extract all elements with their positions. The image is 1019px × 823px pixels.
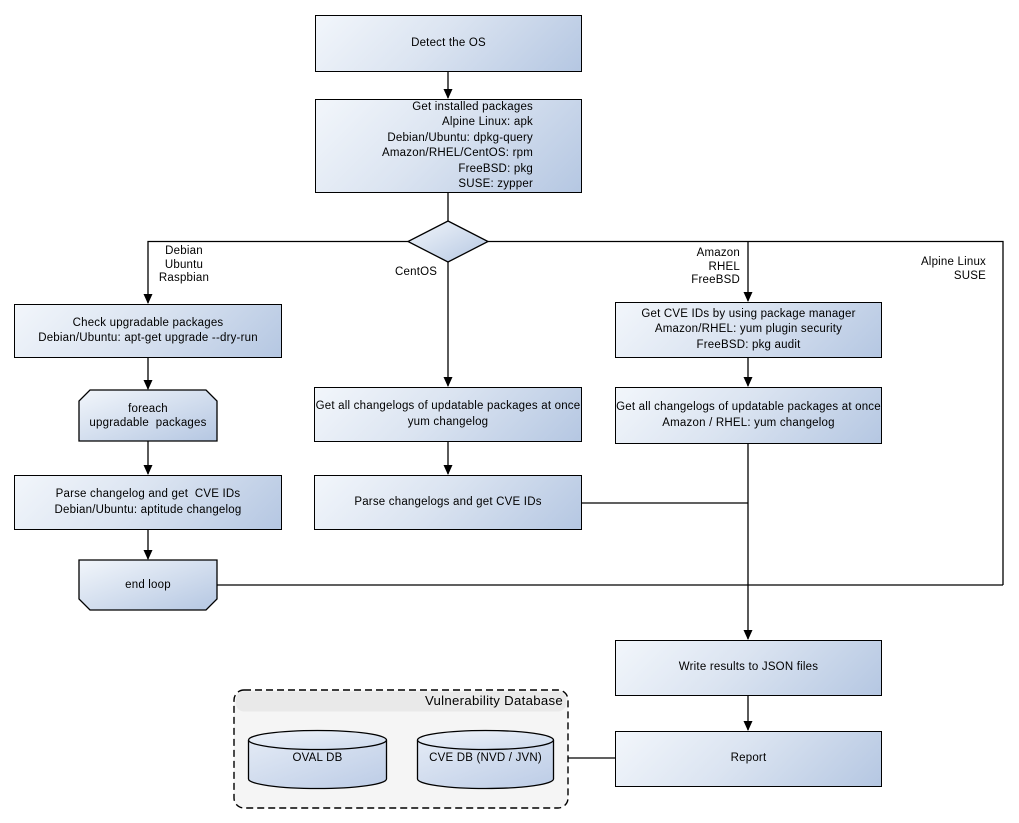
node-line: Get all changelogs of updatable packages… <box>616 401 881 413</box>
node-line: Debian/Ubuntu: dpkg-query <box>387 131 533 144</box>
node-line: FreeBSD: pkg <box>458 162 533 175</box>
edge-decision-to-alpine <box>488 240 1004 585</box>
edge-label-line: Ubuntu <box>164 258 204 271</box>
end-loop-shape <box>78 559 218 611</box>
arrowhead <box>143 380 153 390</box>
arrowhead <box>143 550 153 560</box>
node-changelogs-centos: Get all changelogs of updatable packages… <box>314 387 582 442</box>
foreach-loop-shape <box>78 389 218 442</box>
node-label: Report <box>730 752 767 765</box>
vulnerability-database-title-strip <box>236 691 566 712</box>
oval-db-label: OVAL DB <box>292 752 343 764</box>
node-line: FreeBSD: pkg audit <box>696 338 801 351</box>
arrowhead <box>743 721 753 731</box>
arrowhead <box>143 465 153 475</box>
node-label: Write results to JSON files <box>678 661 819 674</box>
node-line: Get installed packages <box>412 100 533 113</box>
node-line: Check upgradable packages <box>72 316 224 329</box>
node-report: Report <box>615 731 882 787</box>
edge-label-line: Alpine Linux <box>920 256 986 268</box>
node-detect-os: Detect the OS <box>315 15 582 72</box>
node-check-upgradable-packages: Check upgradable packages Debian/Ubuntu:… <box>14 304 282 358</box>
edge-label-line: CentOS <box>395 266 438 278</box>
arrowhead <box>743 292 753 302</box>
node-line: SUSE: zypper <box>458 178 533 190</box>
node-line: Debian/Ubuntu: apt-get upgrade --dry-run <box>38 332 258 344</box>
arrowhead <box>443 377 453 387</box>
node-get-installed-packages: Get installed packages Alpine Linux: apk… <box>315 99 582 193</box>
node-parse-changelog-debian: Parse changelog and get CVE IDs Debian/U… <box>14 475 282 530</box>
node-line: Debian/Ubuntu: aptitude changelog <box>54 503 242 516</box>
arrowhead <box>143 294 153 304</box>
arrowhead <box>443 465 453 475</box>
arrowhead <box>743 630 753 640</box>
decision-diamond <box>406 220 490 263</box>
node-line: Amazon / RHEL: yum changelog <box>662 416 835 429</box>
arrowheads <box>143 89 753 731</box>
node-line: Get all changelogs of updatable packages… <box>315 400 581 412</box>
oval-db-cylinder <box>247 729 388 790</box>
edge-label-alpine-suse: Alpine Linux SUSE <box>896 256 986 283</box>
foreach-loop-label: foreach upgradable packages <box>79 390 217 441</box>
edge-label-line: Raspbian <box>158 272 210 285</box>
edge-label-centos: CentOS <box>395 266 447 280</box>
edge-decision-to-debian <box>147 240 408 303</box>
node-line: Amazon/RHEL: yum plugin security <box>654 323 843 336</box>
node-line: foreach <box>128 402 168 415</box>
edge-label-line: FreeBSD <box>691 274 740 287</box>
cve-db-cylinder <box>416 729 555 790</box>
edge-label-amazon: Amazon RHEL FreeBSD <box>686 247 740 288</box>
node-label: Parse changelogs and get CVE IDs <box>354 495 542 508</box>
node-write-results-json: Write results to JSON files <box>615 640 882 696</box>
edge-label-line: Amazon <box>696 247 740 259</box>
node-line: Alpine Linux: apk <box>442 116 533 128</box>
node-label: Detect the OS <box>411 36 486 49</box>
end-loop-label: end loop <box>79 560 217 610</box>
node-line: Parse changelog and get CVE IDs <box>55 488 241 500</box>
edge-label-line: Debian <box>165 245 203 257</box>
node-changelogs-amazon: Get all changelogs of updatable packages… <box>615 387 882 444</box>
node-parse-changelogs-centos: Parse changelogs and get CVE IDs <box>314 475 582 530</box>
vulnerability-database-title: Vulnerability Database <box>424 693 563 708</box>
node-label: end loop <box>125 579 171 591</box>
node-line: yum changelog <box>407 415 489 428</box>
arrowhead <box>743 377 753 387</box>
connectors <box>147 72 1004 759</box>
node-line: upgradable packages <box>89 416 207 429</box>
edge-label-debian: Debian Ubuntu Raspbian <box>153 245 215 286</box>
node-line: Get CVE IDs by using package manager <box>641 307 856 320</box>
edge-label-line: SUSE <box>953 269 986 282</box>
arrowhead <box>443 89 453 99</box>
edge-label-line: RHEL <box>708 260 740 273</box>
node-get-cve-ids-package-manager: Get CVE IDs by using package manager Ama… <box>615 302 882 358</box>
cve-db-label: CVE DB (NVD / JVN) <box>429 752 542 764</box>
node-line: Amazon/RHEL/CentOS: rpm <box>382 147 533 159</box>
